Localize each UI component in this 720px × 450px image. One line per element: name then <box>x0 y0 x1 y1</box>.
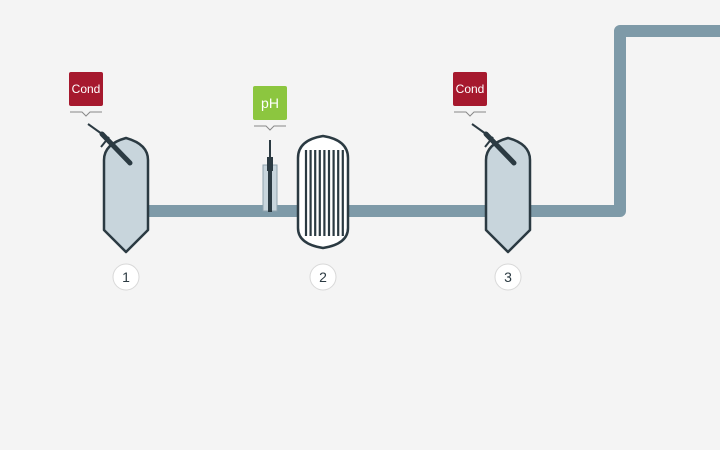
vessel-3-body <box>484 136 532 254</box>
station-number-1: 1 <box>122 269 130 285</box>
process-pipe <box>148 25 720 217</box>
conductivity-probe-1 <box>87 123 133 166</box>
vessel-3 <box>484 136 532 254</box>
sensor-tag-1-label: Cond <box>72 82 101 96</box>
vessel-1 <box>102 136 150 254</box>
cond-tag-3-box <box>453 72 487 106</box>
sensor-tag-2[interactable]: pH <box>253 86 287 131</box>
sensor-tag-2-label: pH <box>261 95 279 111</box>
sensor-tag-1[interactable]: Cond <box>69 72 103 117</box>
station-number-3: 3 <box>504 269 512 285</box>
station-badge-1[interactable]: 1 <box>112 263 140 291</box>
station-number-2: 2 <box>319 269 327 285</box>
sensor-tag-2-connector <box>254 125 286 131</box>
sensor-tag-3[interactable]: Cond <box>453 72 487 117</box>
filter-elements <box>304 150 344 236</box>
station-badge-2[interactable]: 2 <box>309 263 337 291</box>
sensor-tag-1-connector <box>70 111 102 117</box>
conductivity-probe-3 <box>471 123 517 166</box>
filter-column-2 <box>296 134 350 250</box>
ph-probe <box>262 140 278 212</box>
station-badge-3[interactable]: 3 <box>494 263 522 291</box>
sensor-tag-3-label: Cond <box>456 82 485 96</box>
ph-tag-box <box>253 86 287 120</box>
vessel-1-body <box>102 136 150 254</box>
sensor-tag-3-connector <box>454 111 486 117</box>
cond-tag-1-box <box>69 72 103 106</box>
